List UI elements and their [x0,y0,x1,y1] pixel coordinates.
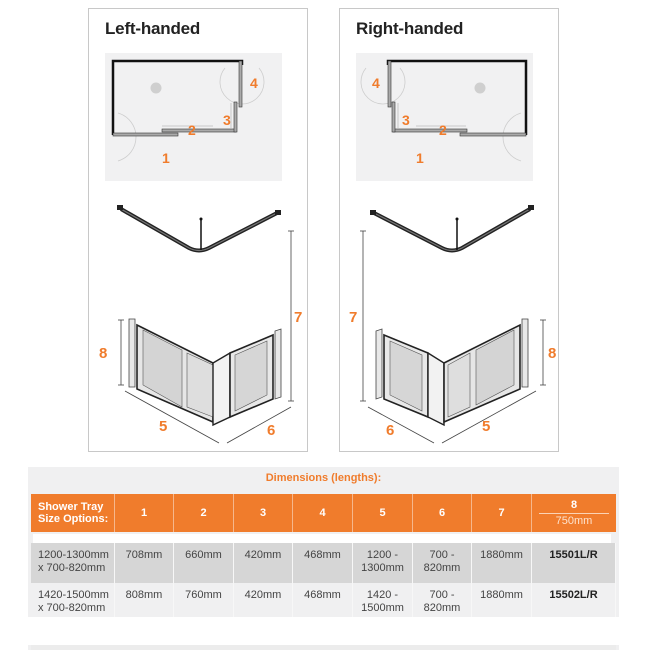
header-col-3: 3 [234,494,293,532]
plan-label-4: 4 [372,75,380,91]
header-col-1: 1 [115,494,174,532]
panel-title: Right-handed [356,19,464,38]
header-col-7: 7 [472,494,532,532]
right-handed-panel: Right-handed 1 2 3 4 7 8 [339,8,559,452]
plan-label-2: 2 [188,122,196,138]
drain-icon [150,82,162,94]
product-code: 15501L/R [532,543,616,583]
table-bottom-strip [31,645,616,650]
plan-label-2: 2 [439,122,447,138]
header-col-2: 2 [174,494,234,532]
dimensions-table: Dimensions (lengths): Shower Tray Size O… [28,467,619,650]
right-handed-isometric-drawing: 7 8 5 6 [349,205,556,444]
iso-label-8: 8 [99,345,107,362]
header-size-options: Shower Tray Size Options: [31,494,115,532]
iso-label-6: 6 [386,422,394,439]
plan-label-4: 4 [250,75,258,91]
iso-label-8: 8 [548,345,556,362]
panel-title: Left-handed [105,19,201,38]
table-title: Dimensions (lengths): [265,472,382,484]
iso-label-5: 5 [482,418,490,435]
left-handed-floor-plan: 1 2 3 4 [105,53,282,181]
right-handed-floor-plan: 1 2 3 4 [356,53,533,181]
product-code: 15502L/R [532,583,616,621]
table-header-row: Shower Tray Size Options: 1 2 3 4 5 6 7 … [31,494,616,532]
iso-label-7: 7 [294,309,302,326]
header-col-6: 6 [413,494,472,532]
iso-label-7: 7 [349,309,357,326]
plan-label-3: 3 [402,112,410,128]
iso-label-6: 6 [267,422,275,439]
header-col-8: 8 750mm [532,494,616,532]
plan-label-1: 1 [416,150,424,166]
plan-label-3: 3 [223,112,231,128]
header-col-4: 4 [293,494,353,532]
plan-label-1: 1 [162,150,170,166]
table-gap [28,617,619,645]
left-handed-panel: Left-handed 1 2 3 4 7 [88,8,308,452]
drain-icon [474,82,486,94]
iso-label-5: 5 [159,418,167,435]
left-handed-isometric-drawing: 7 8 5 6 [99,205,302,444]
header-col-5: 5 [353,494,413,532]
divider [539,513,609,514]
header-spacer [33,534,611,544]
